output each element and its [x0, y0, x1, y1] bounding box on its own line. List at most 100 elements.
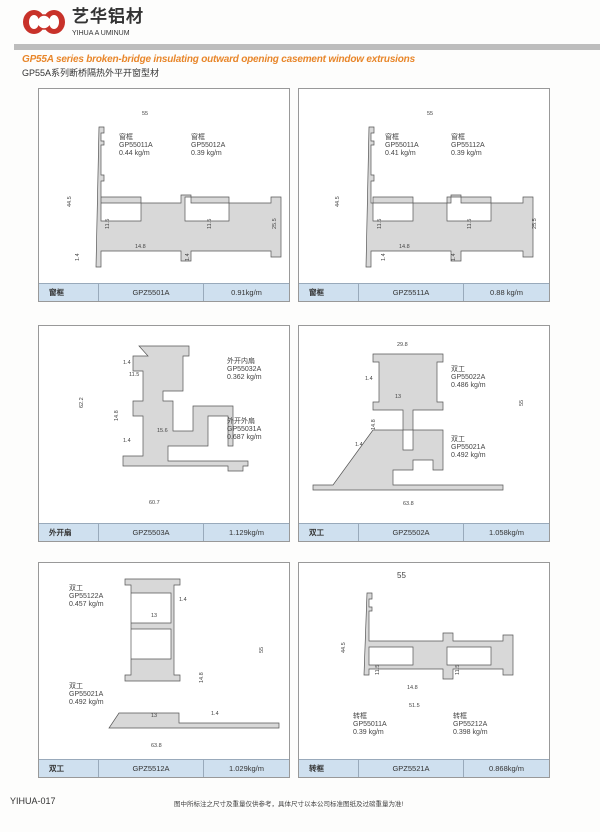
part-code: GP55021A	[69, 691, 104, 698]
dimension-label: 1.4	[451, 253, 457, 261]
dimension-label: 13	[151, 713, 158, 719]
dimension-label: 11.5	[129, 372, 140, 378]
page-number: YIHUA-017	[10, 796, 56, 806]
footer-weight: 0.91kg/m	[231, 288, 262, 297]
part-code: GP55031A	[227, 426, 262, 433]
dimension-label: 14.8	[407, 685, 418, 691]
dimension-label: 25.5	[532, 218, 538, 229]
brand-name-en: YIHUA A UMINUM	[72, 30, 130, 37]
part-name: 双工	[451, 366, 465, 373]
part-name: 双工	[69, 585, 83, 592]
part-code: GP55011A	[353, 721, 387, 728]
dimension-label: 55	[259, 646, 265, 653]
dimension-label: 11.5	[207, 218, 213, 229]
dimension-label: 11.5	[375, 664, 381, 675]
footer-model: GPZ5502A	[359, 524, 464, 541]
footer-type: 双工	[299, 524, 359, 541]
footer-weight: 0.868kg/m	[488, 764, 525, 773]
page-title-en: GP55A series broken-bridge insulating ou…	[22, 53, 415, 65]
part-weight: 0.492 kg/m	[451, 452, 486, 459]
dimension-label: 14.8	[135, 244, 146, 250]
profile-drawing	[312, 353, 504, 491]
dimension-label: 1.4	[355, 442, 363, 448]
dimension-label: 29.8	[397, 342, 408, 348]
part-code: GP55212A	[453, 721, 488, 728]
dimension-label: 15.6	[157, 428, 168, 434]
footer-model: GPZ5501A	[99, 284, 204, 301]
header-divider	[14, 44, 600, 50]
company-logo	[23, 10, 65, 34]
extrusion-profile	[95, 126, 282, 268]
part-code: GP55011A	[385, 142, 419, 149]
part-name: 窗框	[191, 134, 205, 141]
dimension-label: 60.7	[149, 500, 160, 506]
dimension-label: 44.5	[341, 642, 347, 653]
dimension-label: 1.4	[365, 376, 373, 382]
part-name: 外开外扇	[227, 418, 255, 425]
part-code: GP55012A	[191, 142, 226, 149]
footer-weight: 1.129kg/m	[228, 528, 265, 537]
part-name: 转框	[353, 713, 367, 720]
dimension-label: 13	[151, 613, 158, 619]
part-weight: 0.362 kg/m	[227, 374, 262, 381]
part-weight: 0.486 kg/m	[451, 382, 486, 389]
part-weight: 0.398 kg/m	[453, 729, 488, 736]
dimension-label: 44.5	[67, 196, 73, 207]
part-name: 窗框	[119, 134, 133, 141]
part-name: 窗框	[451, 134, 465, 141]
dimension-label: 11.5	[455, 664, 461, 675]
part-code: GP55011A	[119, 142, 153, 149]
dimension-label: 14.8	[114, 410, 120, 421]
footer-type: 窗框	[39, 284, 99, 301]
part-code: GP55032A	[227, 366, 262, 373]
footer-model: GPZ5521A	[359, 760, 464, 777]
part-weight: 0.39 kg/m	[353, 729, 384, 736]
dimension-label: 62.2	[79, 397, 85, 408]
footer-type: 双工	[39, 760, 99, 777]
dimension-label: 55	[427, 111, 434, 117]
dimension-label: 1.4	[185, 253, 191, 261]
part-weight: 0.41 kg/m	[385, 150, 416, 157]
page-title-cn: GP55A系列断桥隔热外平开窗型材	[22, 68, 160, 78]
dimension-label: 63.8	[403, 501, 414, 507]
footer-type: 转框	[299, 760, 359, 777]
dimension-label: 51.5	[409, 703, 420, 709]
part-weight: 0.39 kg/m	[191, 150, 222, 157]
extrusion-profile	[312, 353, 504, 491]
profile-drawing	[122, 345, 249, 472]
profile-drawing	[95, 126, 282, 268]
part-weight: 0.39 kg/m	[451, 150, 482, 157]
dimension-label: 1.4	[179, 597, 187, 603]
dimension-label: 55	[142, 111, 149, 117]
disclaimer-note: 图中所标注之尺寸及重量仅供参考，具体尺寸以本公司标准图纸及过磅重量为准!	[174, 801, 404, 808]
extrusion-profile	[108, 578, 280, 729]
part-name: 转框	[453, 713, 467, 720]
part-code: GP55021A	[451, 444, 486, 451]
dimension-label: 55	[519, 399, 525, 406]
profile-drawing	[363, 592, 514, 680]
footer-model: GPZ5511A	[359, 284, 464, 301]
part-code: GP55022A	[451, 374, 486, 381]
footer-weight: 1.029kg/m	[228, 764, 265, 773]
dimension-label: 1.4	[123, 360, 131, 366]
part-weight: 0.44 kg/m	[119, 150, 150, 157]
dimension-label: 1.4	[123, 438, 131, 444]
dimension-label: 25.5	[272, 218, 278, 229]
